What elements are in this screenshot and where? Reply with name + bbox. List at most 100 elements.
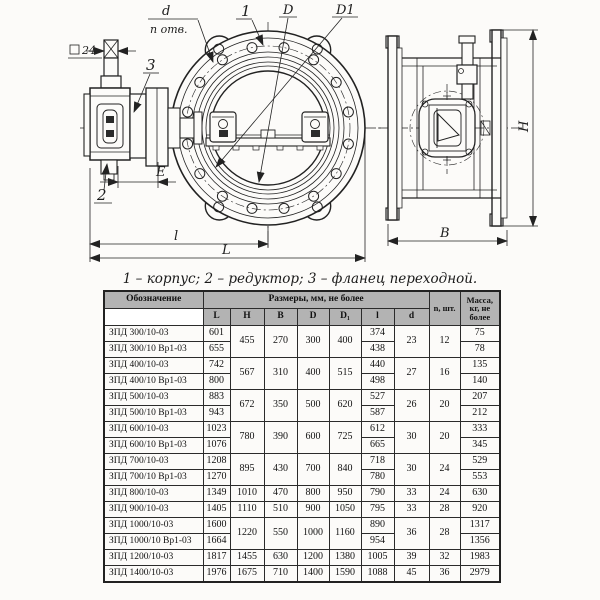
cell-l: 527	[360, 389, 395, 406]
cell-designation: ЗПД 400/10 Вр1-03	[103, 373, 204, 390]
cell-designation: ЗПД 900/10-03	[103, 501, 204, 518]
cell-B: 710	[263, 565, 298, 583]
cell-mass: 920	[459, 501, 501, 518]
disc-assembly	[205, 111, 331, 151]
cell-d: 36	[393, 517, 430, 550]
bearing-housing-right	[301, 111, 329, 143]
col-header-dims-group: Размеры, мм, не более	[202, 290, 430, 309]
dim-label-l: l	[174, 229, 178, 244]
cell-mass: 78	[459, 341, 501, 358]
cell-H: 1010	[229, 485, 265, 502]
col-header-l: l	[360, 308, 395, 326]
cell-designation: ЗПД 500/10-03	[103, 389, 204, 406]
cell-L: 742	[202, 357, 231, 374]
cell-d: 45	[393, 565, 430, 583]
cell-l: 890	[360, 517, 395, 534]
cell-mass: 553	[459, 469, 501, 486]
cell-H: 895	[229, 453, 265, 486]
cell-D: 1200	[296, 549, 330, 566]
cell-D: 700	[296, 453, 330, 486]
cell-B: 550	[263, 517, 298, 550]
cell-B: 350	[263, 389, 298, 422]
cell-D1: 950	[328, 485, 362, 502]
valve-body-profile	[402, 57, 501, 199]
dim-label-B: B	[439, 226, 450, 241]
side-stem	[456, 35, 478, 100]
cell-l: 954	[360, 533, 395, 550]
col-header-D1: D₁	[328, 308, 362, 326]
cell-H: 455	[229, 325, 265, 358]
cell-n: 28	[428, 501, 461, 518]
cell-n: 12	[428, 325, 461, 358]
left-flange	[385, 35, 403, 221]
cell-l: 1088	[360, 565, 395, 583]
col-header-n: n, шт.	[428, 290, 461, 326]
cell-designation: ЗПД 1200/10-03	[103, 549, 204, 566]
cell-mass: 345	[459, 437, 501, 454]
cell-D: 800	[296, 485, 330, 502]
cell-D1: 400	[328, 325, 362, 358]
dim-label-n-holes: п отв.	[150, 23, 188, 36]
cell-L: 1817	[202, 549, 231, 566]
cell-H: 780	[229, 421, 265, 454]
col-header-designation: Обозначение	[103, 290, 204, 309]
cell-D: 300	[296, 325, 330, 358]
cell-designation: ЗПД 500/10 Вр1-03	[103, 405, 204, 422]
gearbox-stem	[103, 39, 119, 77]
cell-L: 1976	[202, 565, 231, 583]
bearing-housing-left	[209, 111, 237, 143]
cell-d: 26	[393, 389, 430, 422]
cell-mass: 1356	[459, 533, 501, 550]
col-header-D: D	[296, 308, 330, 326]
gearbox-group	[83, 39, 203, 181]
cell-L: 1600	[202, 517, 231, 534]
specification-table: Обозначение Размеры, мм, не более n, шт.…	[103, 290, 502, 583]
cell-designation: ЗПД 300/10-03	[103, 325, 204, 342]
cell-D: 900	[296, 501, 330, 518]
bolt-holes	[182, 42, 354, 214]
cell-mass: 529	[459, 453, 501, 470]
part-label-3: 3	[146, 56, 156, 74]
cell-mass: 75	[459, 325, 501, 342]
cell-designation: ЗПД 400/10-03	[103, 357, 204, 374]
col-header-blank	[103, 308, 204, 326]
col-header-B: B	[263, 308, 298, 326]
cell-d: 23	[393, 325, 430, 358]
cell-L: 800	[202, 373, 231, 390]
cell-l: 1005	[360, 549, 395, 566]
cell-designation: ЗПД 600/10-03	[103, 421, 204, 438]
cell-H: 1455	[229, 549, 265, 566]
cell-mass: 140	[459, 373, 501, 390]
cell-n: 24	[428, 485, 461, 502]
dim-label-E: E	[155, 165, 166, 180]
cell-D: 1000	[296, 517, 330, 550]
cell-n: 28	[428, 517, 461, 550]
cell-designation: ЗПД 1000/10 Вр1-03	[103, 533, 204, 550]
cell-L: 1664	[202, 533, 231, 550]
dim-label-d: d	[162, 4, 170, 19]
cell-designation: ЗПД 1400/10-03	[103, 565, 204, 583]
cell-H: 567	[229, 357, 265, 390]
dim-label-L: L	[221, 243, 231, 258]
cell-l: 374	[360, 325, 395, 342]
cell-L: 943	[202, 405, 231, 422]
cell-n: 36	[428, 565, 461, 583]
cell-mass: 1983	[459, 549, 501, 566]
part-label-2: 2	[96, 186, 107, 204]
cell-L: 601	[202, 325, 231, 342]
cell-D: 1400	[296, 565, 330, 583]
disc-position-pointer	[437, 112, 460, 142]
cell-H: 1220	[229, 517, 265, 550]
cell-designation: ЗПД 300/10 Вр1-03	[103, 341, 204, 358]
cell-designation: ЗПД 700/10 Вр1-03	[103, 469, 204, 486]
cell-n: 20	[428, 421, 461, 454]
cell-n: 16	[428, 357, 461, 390]
cell-D1: 1380	[328, 549, 362, 566]
